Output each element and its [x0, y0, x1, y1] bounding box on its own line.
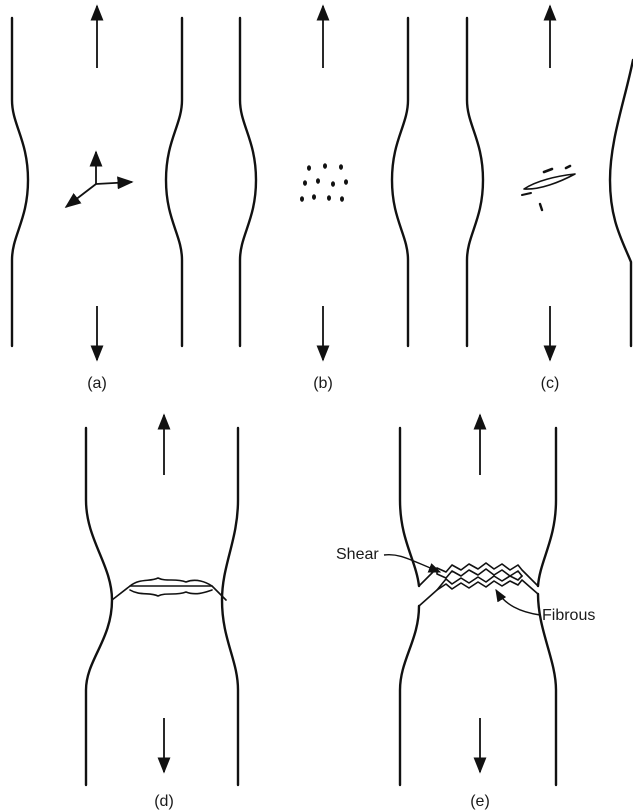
- specimen-outline-lower-left: [400, 606, 419, 785]
- fibrous-leader-arrow: [496, 590, 540, 615]
- panel-e: Shear Fibrous (e): [336, 415, 595, 810]
- panel-b: (b): [240, 6, 408, 392]
- cup-and-cone-fracture: [112, 578, 226, 600]
- shear-label: Shear: [336, 546, 379, 563]
- specimen-outline-right: [222, 428, 238, 785]
- panel-d: (d): [86, 415, 238, 810]
- caption-e: (e): [470, 793, 490, 810]
- caption-d: (d): [154, 793, 174, 810]
- specimen-outline-left: [240, 18, 256, 346]
- separated-fracture-surfaces: [419, 563, 538, 606]
- caption-c: (c): [541, 375, 560, 392]
- panel-a: (a): [12, 6, 182, 392]
- caption-b: (b): [313, 375, 333, 392]
- triaxial-stress-axes-icon: [66, 152, 132, 207]
- specimen-outline-right: [166, 18, 182, 346]
- void-coalescence-crack-icon: [522, 166, 575, 210]
- specimen-outline-right: [392, 18, 408, 346]
- specimen-outline-left: [12, 18, 28, 346]
- fibrous-label: Fibrous: [542, 607, 595, 624]
- specimen-outline-left: [86, 428, 112, 785]
- specimen-outline-right-partial: [610, 60, 633, 346]
- specimen-outline-left: [467, 18, 483, 346]
- microvoids-icon: [300, 163, 348, 202]
- caption-a: (a): [87, 375, 107, 392]
- panel-c: (c): [467, 6, 633, 392]
- specimen-outline-upper-right: [538, 428, 556, 586]
